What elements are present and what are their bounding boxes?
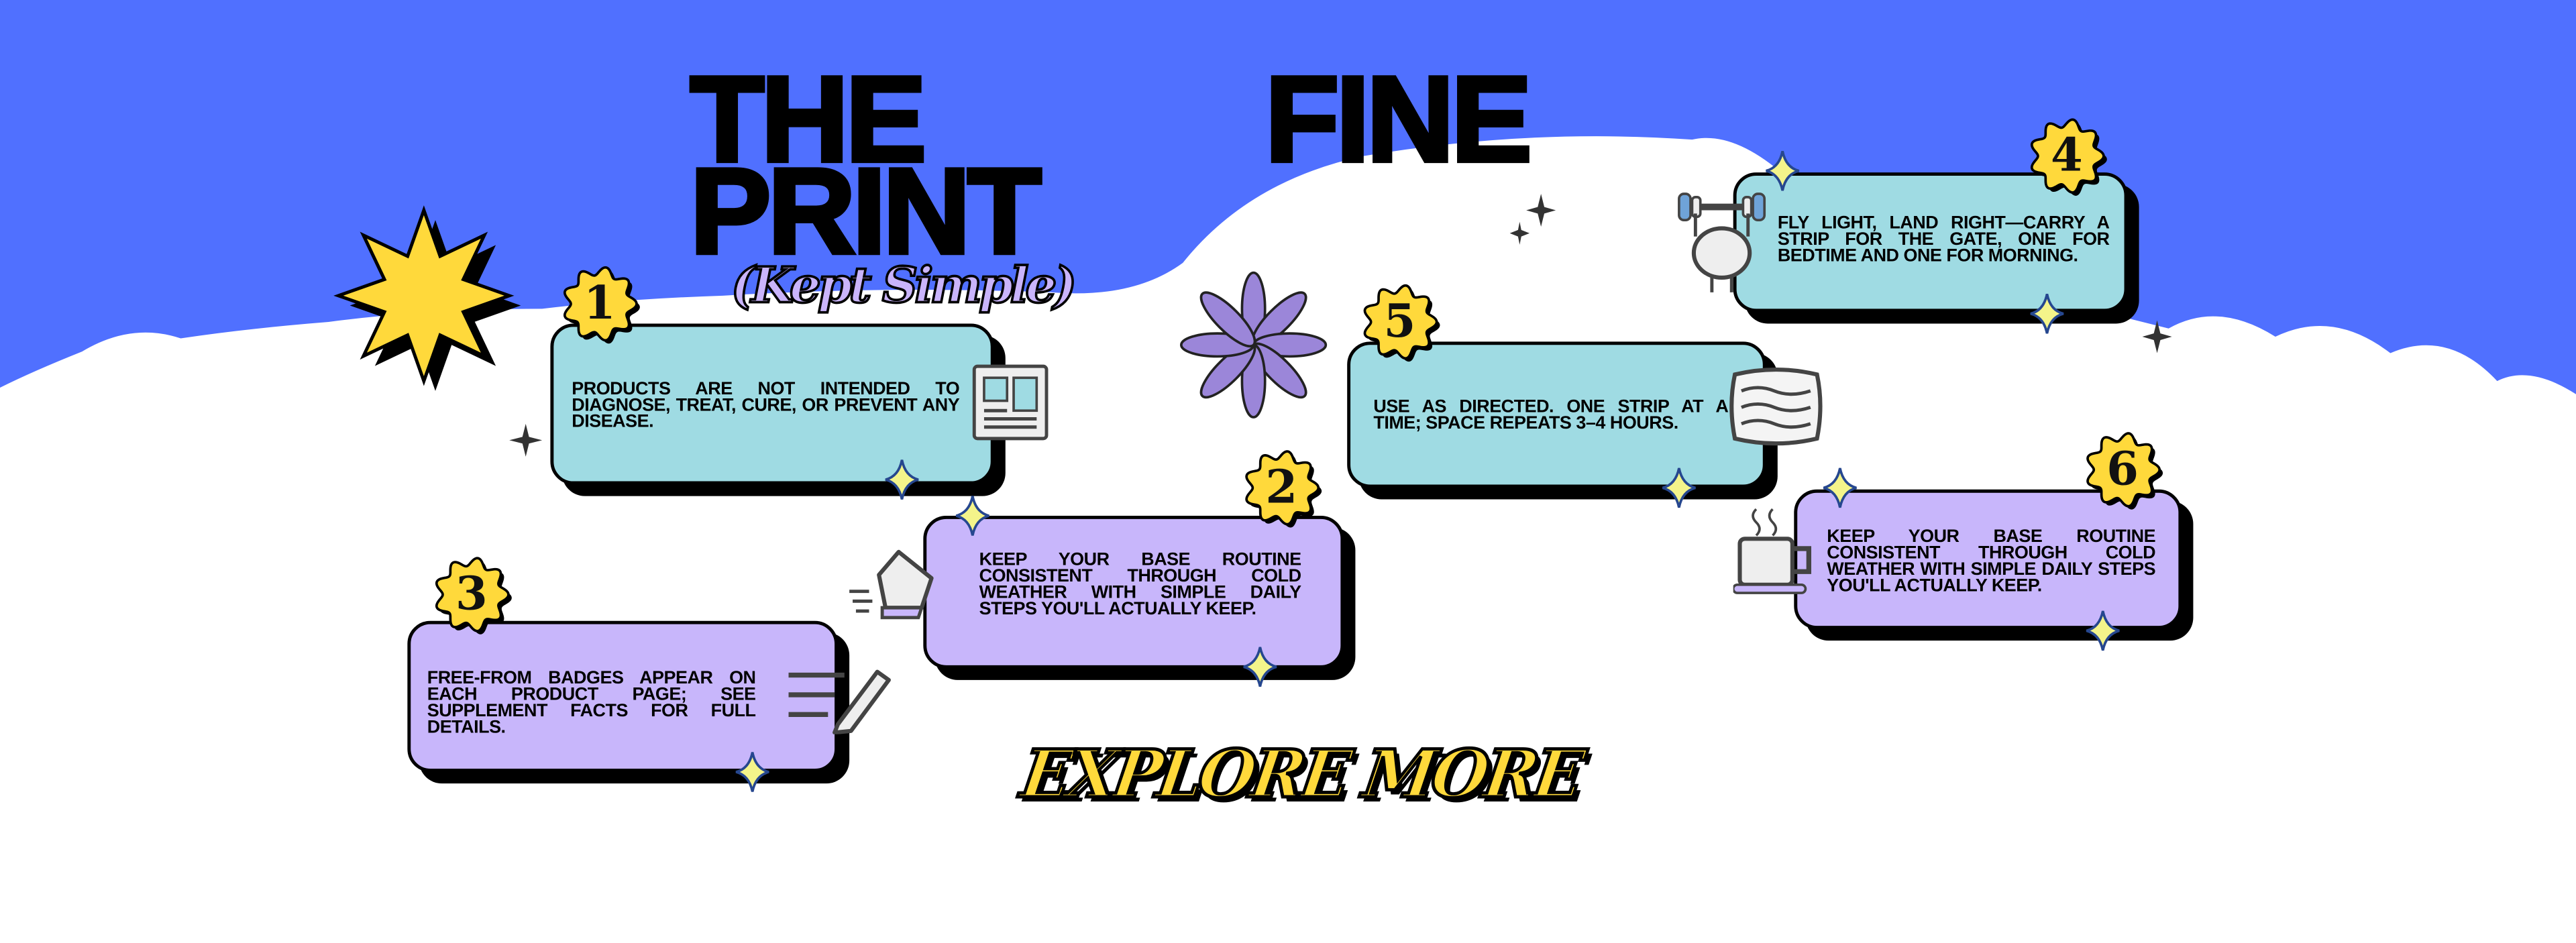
info-card-4	[1733, 172, 2128, 313]
number-badge-6: 6	[2083, 431, 2163, 510]
sparkle-icon	[885, 459, 919, 500]
badge-shape	[1363, 284, 1440, 362]
title-print: PRINT	[688, 143, 1044, 280]
badge-number: 1	[584, 276, 616, 331]
card-2-text: Keep your base routine consistent throug…	[979, 550, 1301, 620]
badge-fill	[1245, 450, 1320, 526]
badge-fill	[435, 557, 510, 632]
number-badge-1: 1	[560, 264, 640, 344]
subtitle: (Kept Simple)	[730, 258, 1078, 316]
number-badge-3: 3	[432, 555, 512, 634]
badge-fill	[2030, 118, 2105, 194]
badge-fill	[1363, 284, 1438, 360]
card-5-text: Use as directed. One strip at a time; sp…	[1373, 397, 1729, 434]
badge-shape	[563, 266, 640, 344]
info-card-6	[1794, 489, 2182, 629]
badge-number: 3	[455, 566, 488, 621]
badge-fill	[563, 266, 638, 342]
sparkle-icon	[955, 496, 989, 536]
shoe-icon	[849, 549, 934, 620]
number-badge-2: 2	[1242, 449, 1322, 528]
title-the: THE	[688, 50, 929, 188]
badge-shape	[1245, 450, 1322, 528]
sparkle-icon	[1662, 467, 1696, 508]
badge-shape	[435, 557, 512, 634]
yellow-star-decoration	[333, 205, 521, 391]
flower-petal	[1199, 291, 1256, 348]
pillow-icon	[1729, 367, 1823, 446]
badge-number: 4	[2050, 128, 2083, 182]
card-1-text: Products are not intended to diagnose, t…	[572, 379, 960, 433]
badge-number: 5	[1383, 294, 1416, 349]
card-6-text: Keep your base routine consistent throug…	[1827, 527, 2156, 596]
card-3-text: Free-from badges appear on each product …	[427, 668, 756, 738]
sparkle-icon	[2030, 293, 2064, 334]
badge-number: 2	[1265, 459, 1298, 514]
flower-decoration	[1179, 271, 1328, 419]
badge-shape	[2030, 118, 2107, 196]
title-fine: FINE	[1263, 50, 1534, 188]
brain-barbell-icon	[1678, 192, 1766, 292]
info-card-3	[407, 620, 838, 773]
info-card-2	[923, 515, 1344, 669]
number-badge-4: 4	[2027, 117, 2107, 196]
explore-more-link[interactable]: EXPLORE MORE	[1015, 734, 1586, 815]
mug-icon	[1733, 508, 1812, 594]
sparkle-icon	[2086, 610, 2120, 651]
badge-fill	[2086, 432, 2161, 508]
number-badge-5: 5	[1360, 282, 1440, 362]
sparkle-icon	[1243, 647, 1277, 687]
sparkle-icon	[1766, 150, 1800, 191]
sparkle-icon	[735, 752, 769, 792]
badge-number: 6	[2106, 441, 2139, 496]
newspaper-icon	[972, 364, 1049, 441]
info-card-1	[550, 323, 994, 485]
checklist-pencil-icon	[788, 669, 891, 734]
badge-shape	[2086, 432, 2163, 510]
sparkle-icon	[1823, 467, 1857, 508]
card-4-text: Fly light, land right—carry a strip for …	[1777, 213, 2110, 266]
